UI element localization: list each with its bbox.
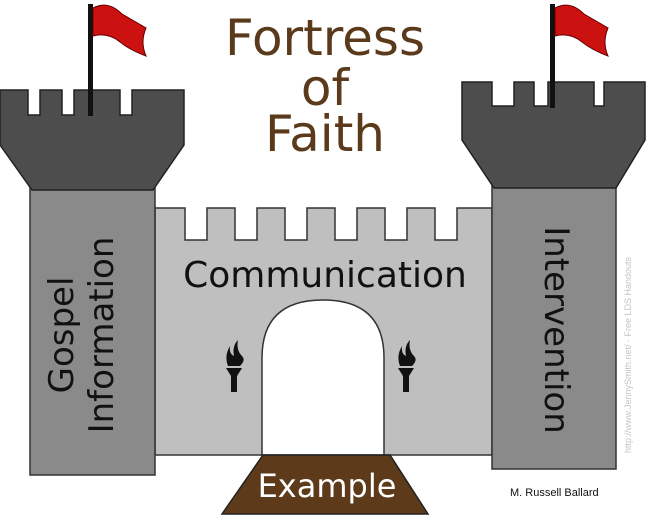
left-tower-top [0,89,185,191]
torch-icon [226,340,244,392]
step-platform [220,454,430,515]
right-flagpole [550,4,555,108]
left-tower-body [29,185,156,476]
left-tower-label: Gospel Information [42,185,142,485]
left-tower-label-line1: Gospel [42,276,82,394]
title-line-2: of [300,59,350,117]
gate-arch [261,299,385,456]
watermark-text: http://www.JennySmith.net/ - Free LDS Ha… [623,256,633,454]
right-tower-label: Intervention [536,226,576,434]
flag-icon [92,4,147,57]
title-line-3: Faith [265,105,385,163]
title-line-1: Fortress [224,9,426,67]
wall-label: Communication [183,255,467,296]
right-tower-top [461,81,646,189]
right-tower-body [491,185,617,470]
left-tower-label-line2: Information [82,236,122,434]
torch-icon [398,340,416,392]
credit-text: M. Russell Ballard [510,487,599,499]
left-flagpole [88,4,93,116]
step-label: Example [257,467,397,505]
flag-icon [554,4,609,57]
